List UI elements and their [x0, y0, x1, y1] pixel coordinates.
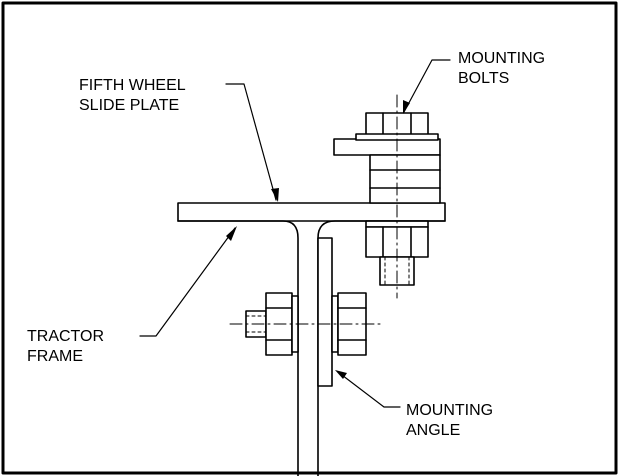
label-line: BOLTS	[458, 70, 510, 87]
leader-tractor-frame	[139, 227, 236, 337]
label-line: TRACTOR	[27, 328, 105, 345]
label-line: FRAME	[27, 348, 83, 365]
arrow-mounting-angle	[335, 370, 347, 379]
label-fifth-wheel-slide-plate: FIFTH WHEEL SLIDE PLATE	[79, 76, 186, 116]
arrow-tractor-frame	[226, 226, 237, 241]
mounting-bolt-horizontal	[229, 292, 381, 356]
label-mounting-angle: MOUNTING ANGLE	[406, 401, 493, 441]
arrow-mounting-bolts	[403, 100, 410, 114]
label-line: FIFTH WHEEL	[79, 77, 186, 94]
leader-mounting-angle	[337, 371, 401, 408]
upper-bracket	[333, 138, 441, 204]
label-line: SLIDE PLATE	[79, 97, 180, 114]
slide-plate	[177, 202, 446, 222]
label-line: ANGLE	[406, 422, 461, 439]
label-line: MOUNTING	[458, 50, 546, 67]
mounting-angle	[317, 237, 333, 387]
label-mounting-bolts: MOUNTING BOLTS	[458, 49, 545, 89]
label-line: MOUNTING	[406, 402, 494, 419]
arrow-slide-plate	[271, 188, 279, 202]
leader-slide-plate	[225, 83, 277, 201]
label-tractor-frame: TRACTOR FRAME	[27, 327, 104, 367]
leader-mounting-bolts	[403, 59, 451, 113]
